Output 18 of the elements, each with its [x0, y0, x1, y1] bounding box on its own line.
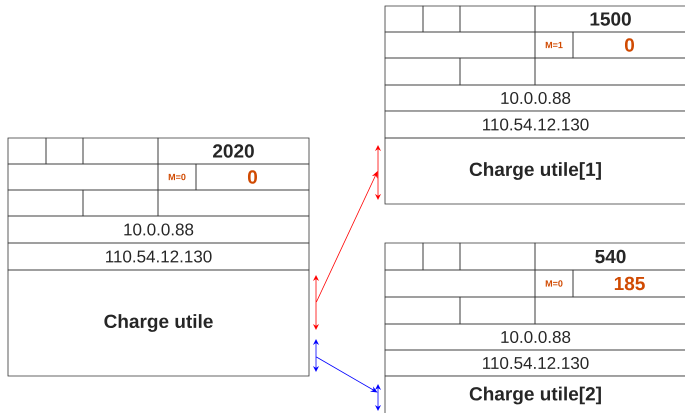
address-cell: 10.0.0.88	[384, 84, 685, 112]
address-cell: 110.54.12.130	[384, 350, 685, 376]
flag-cell: M=1	[534, 32, 574, 58]
address-cell: 110.54.12.130	[8, 242, 310, 270]
address-cell: 10.0.0.88	[384, 324, 685, 350]
flag-cell: M=0	[534, 270, 574, 298]
payload-cell: Charge utile[1]	[384, 138, 685, 204]
number-cell: 1500	[534, 6, 685, 32]
address-cell: 10.0.0.88	[8, 216, 310, 244]
offset-cell: 185	[572, 270, 685, 298]
number-cell: 2020	[158, 138, 310, 164]
payload-cell: Charge utile	[8, 270, 310, 376]
offset-cell: 0	[196, 164, 310, 190]
number-cell: 540	[534, 242, 685, 270]
flag-cell: M=0	[158, 164, 196, 190]
offset-cell: 0	[572, 32, 685, 58]
payload-cell: Charge utile[2]	[384, 376, 685, 413]
address-cell: 110.54.12.130	[384, 110, 685, 138]
